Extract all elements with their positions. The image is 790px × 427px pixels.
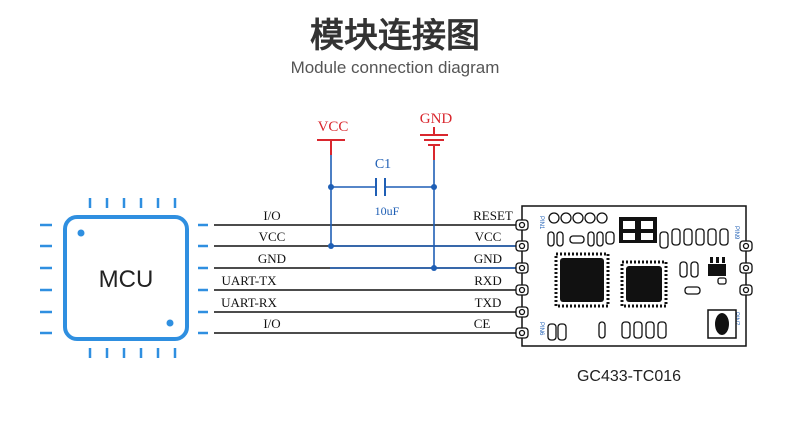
pin-marker-dot	[166, 319, 174, 327]
signal-wires	[214, 224, 522, 334]
transistor-component	[708, 257, 726, 276]
pin1-marker-dot	[77, 229, 85, 237]
mcu-pin-labels: I/O VCC GND UART-TX UART-RX I/O	[221, 208, 286, 331]
mcu-pin-label: VCC	[259, 229, 286, 244]
page-subtitle: Module connection diagram	[290, 58, 500, 77]
module-pin-label: CE	[474, 316, 491, 331]
pin1-label: PIN1	[538, 216, 544, 230]
vcc-symbol: VCC	[317, 119, 348, 155]
module-pin-labels: RESET VCC GND RXD TXD CE	[473, 208, 513, 331]
page-title: 模块连接图	[310, 16, 480, 56]
crystal-component	[619, 217, 657, 243]
pin6-label: PIN6	[538, 322, 544, 336]
antenna-inductor	[707, 309, 737, 339]
module-pin-label: TXD	[475, 295, 502, 310]
capacitor-c1: C1 10uF	[375, 157, 400, 218]
module-pin-label: RESET	[473, 208, 513, 223]
pin9-label: PIN9	[733, 226, 739, 240]
mcu-pin-label: GND	[258, 251, 286, 266]
main-ic-chip	[554, 252, 610, 308]
module-pin-label: GND	[474, 251, 502, 266]
module-name-label: GC433-TC016	[577, 368, 681, 385]
gnd-label: GND	[420, 111, 453, 127]
rf-module-board: PIN1 PIN6 PIN9 PIN7	[515, 205, 753, 347]
gnd-symbol: GND	[420, 111, 453, 160]
capacitor-name: C1	[375, 157, 391, 172]
mcu-pin-label: UART-TX	[221, 273, 277, 288]
junction-dots	[328, 184, 437, 271]
rf-ic-chip	[620, 260, 668, 308]
mcu-pin-label: I/O	[263, 208, 280, 223]
mcu-chip: MCU	[40, 198, 208, 358]
module-pin-label: RXD	[474, 273, 501, 288]
power-wires	[330, 155, 435, 268]
mcu-label: MCU	[99, 266, 154, 293]
module-pin-label: VCC	[475, 229, 502, 244]
mcu-pin-label: UART-RX	[221, 295, 277, 310]
capacitor-value: 10uF	[375, 204, 400, 218]
mcu-pin-label: I/O	[263, 316, 280, 331]
vcc-label: VCC	[318, 119, 349, 135]
